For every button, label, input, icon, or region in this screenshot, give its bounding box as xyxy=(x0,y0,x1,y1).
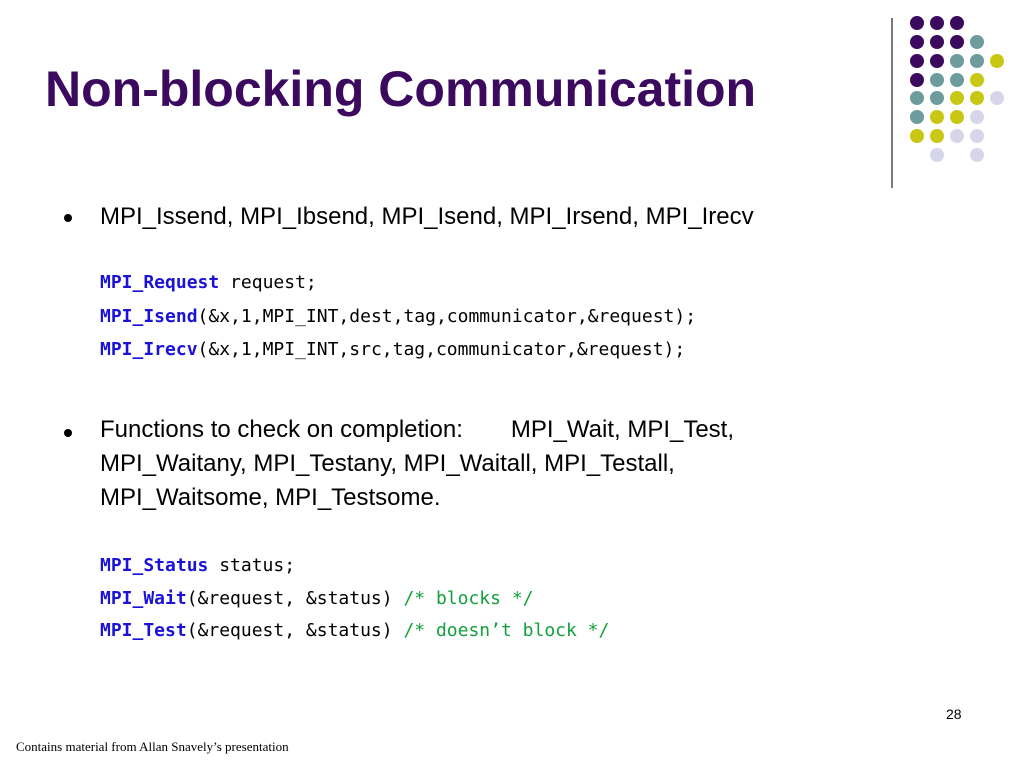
decorative-divider xyxy=(891,18,893,188)
decor-dot xyxy=(950,73,964,87)
decor-dot xyxy=(910,91,924,105)
code-line: MPI_Request request; xyxy=(100,272,317,293)
decor-dot xyxy=(950,16,964,30)
decor-dot xyxy=(990,91,1004,105)
decor-dot xyxy=(930,16,944,30)
decor-dot xyxy=(930,110,944,124)
decor-dot xyxy=(910,110,924,124)
decor-dot xyxy=(910,35,924,49)
decor-dot xyxy=(930,91,944,105)
bullet-line: MPI_Waitany, MPI_Testany, MPI_Waitall, M… xyxy=(100,450,675,477)
decor-dot xyxy=(950,91,964,105)
bullet-marker xyxy=(64,429,72,437)
bullet-text: Functions to check on completion: MPI_Wai… xyxy=(100,413,734,515)
code-line: MPI_Irecv(&x,1,MPI_INT,src,tag,communica… xyxy=(100,339,685,360)
decor-dot xyxy=(970,35,984,49)
decor-dot xyxy=(970,110,984,124)
footer-note: Contains material from Allan Snavely’s p… xyxy=(16,739,289,754)
decor-dot xyxy=(970,73,984,87)
code-keyword: MPI_Isend xyxy=(100,306,198,327)
code-text: request; xyxy=(219,272,317,293)
bullet-line: Functions to check on completion: MPI_Wai… xyxy=(100,413,734,447)
decor-dot xyxy=(950,129,964,143)
decor-dot xyxy=(970,91,984,105)
code-keyword: MPI_Status xyxy=(100,555,209,576)
code-text: (&x,1,MPI_INT,dest,tag,communicator,&req… xyxy=(197,306,697,327)
decor-dot xyxy=(910,54,924,68)
code-line: MPI_Test(&request, &status) /* doesn’t b… xyxy=(100,620,609,641)
code-line: MPI_Status status; xyxy=(100,555,295,576)
bullet-text: MPI_Issend, MPI_Ibsend, MPI_Isend, MPI_I… xyxy=(100,203,754,230)
decor-dot xyxy=(930,54,944,68)
slide-title: Non-blocking Communication xyxy=(45,61,757,117)
bullet-marker xyxy=(64,214,72,222)
decor-dot xyxy=(930,148,944,162)
code-text: (&request, &status) xyxy=(186,620,404,641)
code-text: (&x,1,MPI_INT,src,tag,communicator,&requ… xyxy=(197,339,686,360)
decor-dot xyxy=(930,73,944,87)
decor-dot xyxy=(970,148,984,162)
decor-dot xyxy=(990,54,1004,68)
decor-dot xyxy=(910,73,924,87)
decor-dot xyxy=(910,129,924,143)
code-keyword: MPI_Request xyxy=(100,272,220,293)
bullet-line-part: MPI_Wait, MPI_Test, xyxy=(510,416,735,443)
code-comment: /* blocks */ xyxy=(403,588,534,609)
decor-dot xyxy=(930,129,944,143)
decor-dot xyxy=(930,35,944,49)
decor-dot xyxy=(950,110,964,124)
code-line: MPI_Wait(&request, &status) /* blocks */ xyxy=(100,588,534,609)
decor-dot xyxy=(950,54,964,68)
decor-dot xyxy=(970,129,984,143)
code-line: MPI_Isend(&x,1,MPI_INT,dest,tag,communic… xyxy=(100,306,696,327)
bullet-line: MPI_Waitsome, MPI_Testsome. xyxy=(100,484,441,511)
decor-dot xyxy=(950,35,964,49)
decor-dot xyxy=(970,54,984,68)
code-keyword: MPI_Wait xyxy=(100,588,187,609)
code-keyword: MPI_Test xyxy=(100,620,187,641)
code-text: (&request, &status) xyxy=(186,588,404,609)
code-comment: /* doesn’t block */ xyxy=(403,620,610,641)
decor-dot xyxy=(910,16,924,30)
bullet-line-part: Functions to check on completion: xyxy=(100,416,463,443)
code-keyword: MPI_Irecv xyxy=(100,339,198,360)
code-text: status; xyxy=(208,555,296,576)
page-number: 28 xyxy=(946,706,962,722)
